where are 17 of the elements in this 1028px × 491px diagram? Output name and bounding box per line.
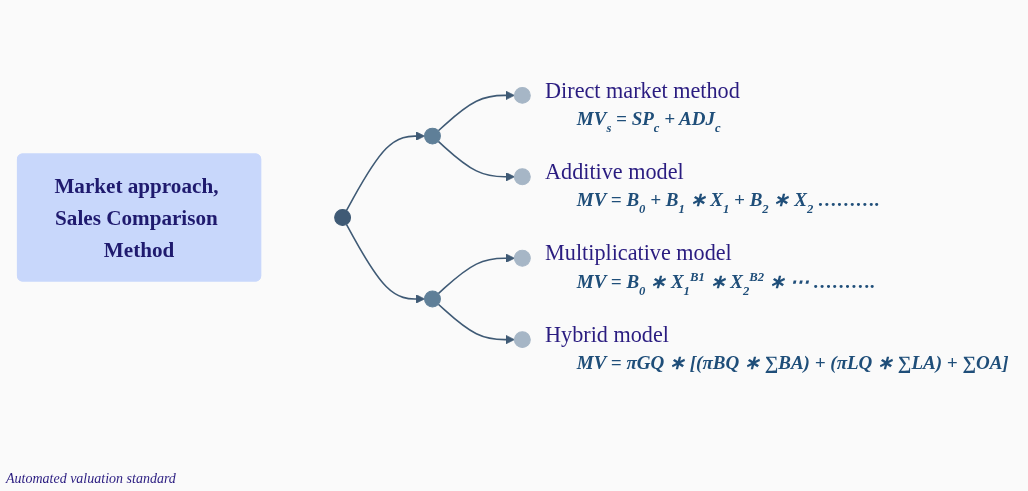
note: Automated valuation standard [6, 471, 176, 487]
ellipse-node [513, 167, 531, 185]
process-box: Market approach, Sales Comparison Method [16, 153, 262, 281]
node-caption: Multiplicative model [545, 239, 732, 265]
formula: MV = B$_{0}$ + B$_{1}$ ∗ X$_{1}$ + B$_{2}$ ∗ X$_{2}$ ………. [576, 188, 880, 216]
node-caption: Hybrid model [545, 321, 669, 347]
ellipse-node [424, 127, 441, 145]
node-caption: Direct market method [545, 78, 740, 102]
node-caption: Additive model [545, 158, 684, 184]
ellipse-node [513, 86, 531, 104]
formula: MV = B$_{0}$ ∗ X$_{1}$$^{B1}$ ∗ X$_{2}$$^{B2}$ ∗ ⋯ ………. [576, 269, 876, 298]
ellipse-node [513, 249, 531, 267]
formula: MV = πGQ ∗ [(πBQ ∗ ∑BA) + (πLQ ∗ ∑LA) + ∑OA] [576, 351, 1009, 373]
ellipse-node [334, 208, 352, 226]
ellipse-node [424, 290, 441, 307]
formula: MV$_{s}$ = SP$_{c}$ + ADJ$_{c}$ [576, 107, 721, 135]
ellipse-node [513, 330, 531, 348]
